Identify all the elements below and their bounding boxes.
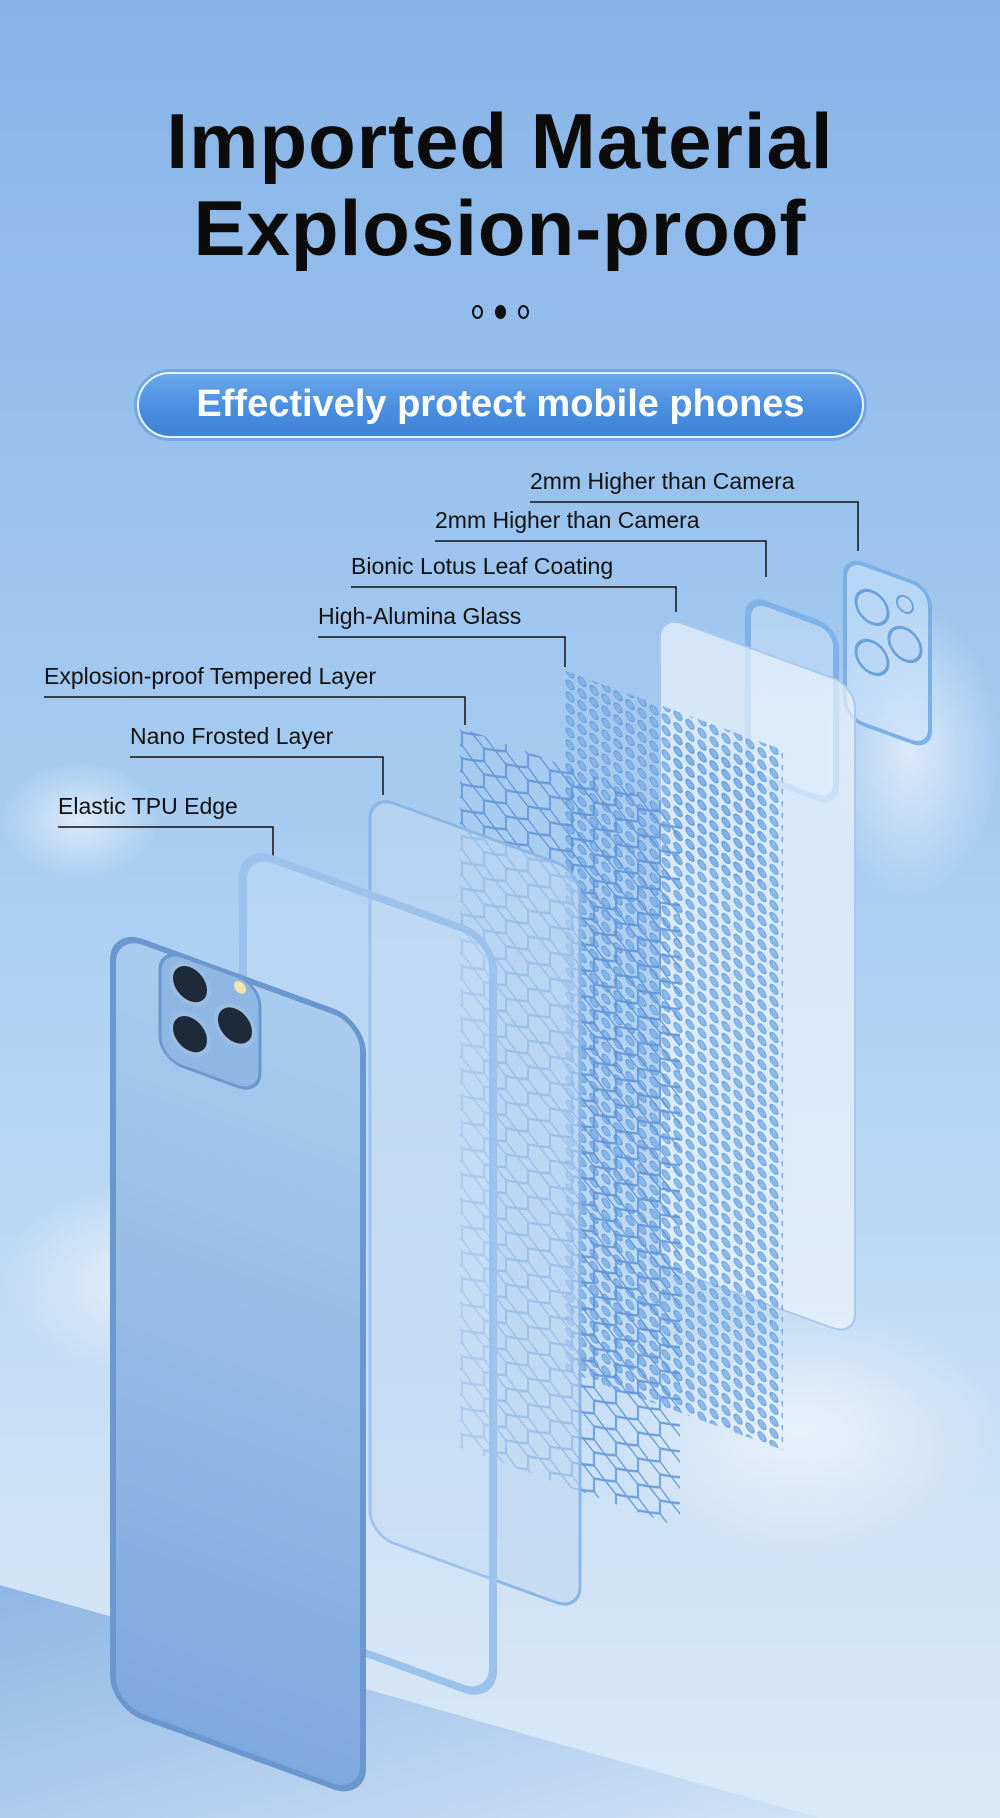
layer-label-alumina-glass: High-Alumina Glass (318, 603, 522, 629)
carousel-dot[interactable] (471, 305, 483, 319)
feature-banner: Effectively protect mobile phones (137, 372, 864, 438)
layer-label-tpu-edge: Elastic TPU Edge (58, 793, 238, 819)
layer-label-tempered-layer: Explosion-proof Tempered Layer (44, 663, 376, 689)
carousel-dot-active[interactable] (494, 305, 506, 319)
layer-label-lotus-coating: Bionic Lotus Leaf Coating (351, 553, 614, 579)
title-line-2: Explosion-proof (193, 184, 807, 272)
cloud (0, 760, 160, 880)
camera-lens-protector (843, 560, 932, 746)
layer-label-lens-protector: 2mm Higher than Camera (530, 468, 795, 494)
carousel-indicator (0, 305, 1000, 319)
layer-label-frosted-layer: Nano Frosted Layer (130, 723, 334, 749)
nano-frosted-layer (368, 800, 582, 1606)
leader-lines (44, 501, 859, 858)
layer-label-camera-frame: 2mm Higher than Camera (435, 507, 700, 533)
title-line-1: Imported Material (166, 97, 834, 185)
carousel-dot[interactable] (517, 305, 529, 319)
page-title: Imported Material Explosion-proof (0, 98, 1000, 272)
phone (110, 936, 366, 1792)
